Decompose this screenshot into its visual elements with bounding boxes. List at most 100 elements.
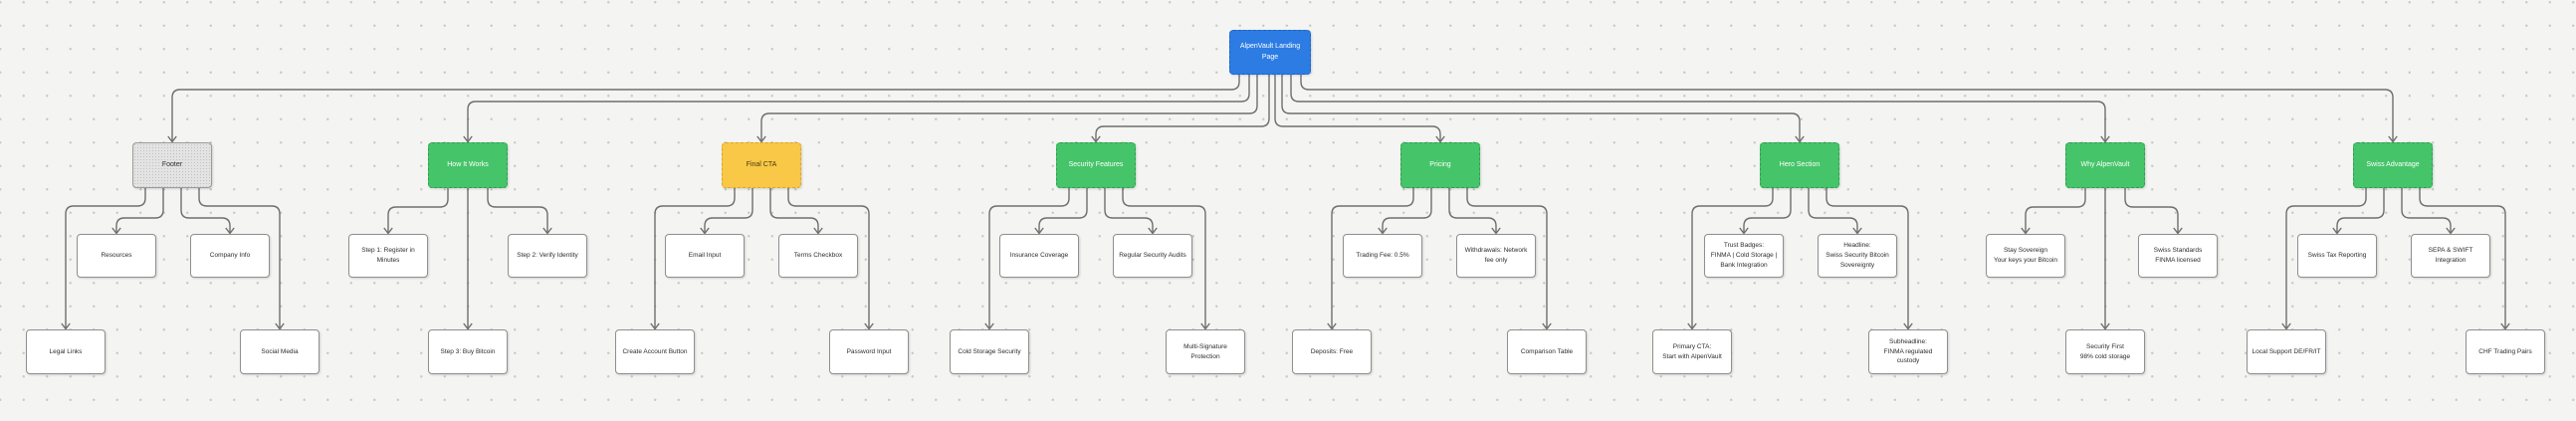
node-stay-sovereign-label: Stay Sovereign Your keys your Bitcoin xyxy=(1993,247,2058,264)
edge-path xyxy=(1300,75,2394,141)
edge-path xyxy=(467,75,1250,141)
node-how-it-works-label: How It Works xyxy=(447,160,489,168)
node-swiss-standards[interactable]: Swiss Standards FINMA licensed xyxy=(2138,234,2218,278)
edge-path xyxy=(813,227,823,235)
node-multi-signature-protection[interactable]: Multi-Signature Protection xyxy=(1166,329,1245,374)
node-create-account-button[interactable]: Create Account Button xyxy=(615,329,695,374)
edge-path xyxy=(1327,322,1337,330)
node-local-support[interactable]: Local Support DE/FR/IT xyxy=(2247,329,2326,374)
node-hero-section-label: Hero Section xyxy=(1779,160,1821,168)
node-cold-storage-security[interactable]: Cold Storage Security xyxy=(950,329,1029,374)
edge-path xyxy=(1687,322,1697,330)
node-step-1-register[interactable]: Step 1: Register in Minutes xyxy=(348,234,428,278)
node-resources-label: Resources xyxy=(101,252,132,260)
edge-path xyxy=(2401,188,2452,233)
node-regular-security-audits[interactable]: Regular Security Audits xyxy=(1113,234,1192,278)
edge-path xyxy=(463,322,473,330)
edge-path xyxy=(542,227,552,235)
edge-path xyxy=(650,322,660,330)
edge-path xyxy=(487,188,548,233)
node-legal-links[interactable]: Legal Links xyxy=(26,329,106,374)
edge-path xyxy=(61,322,71,330)
node-terms-checkbox[interactable]: Terms Checkbox xyxy=(778,234,858,278)
edge-path xyxy=(1378,227,1388,235)
edge-path xyxy=(171,75,1240,141)
node-pricing-label: Pricing xyxy=(1429,160,1451,168)
node-local-support-label: Local Support DE/FR/IT xyxy=(2252,347,2321,355)
edge-path xyxy=(864,322,874,330)
edge-path xyxy=(700,227,710,235)
node-email-input[interactable]: Email Input xyxy=(665,234,745,278)
edge-path xyxy=(1739,227,1749,235)
node-subheadline[interactable]: Subheadline: FINMA regulated custody xyxy=(1868,329,1948,374)
node-deposits-free[interactable]: Deposits: Free xyxy=(1292,329,1372,374)
node-stay-sovereign[interactable]: Stay Sovereign Your keys your Bitcoin xyxy=(1986,234,2065,278)
node-security-first-label: Security First 98% cold storage xyxy=(2079,342,2131,360)
node-footer[interactable]: Footer xyxy=(132,142,212,188)
edge-path xyxy=(2124,188,2179,233)
node-email-input-label: Email Input xyxy=(688,252,722,260)
edge-path xyxy=(1542,322,1552,330)
node-resources[interactable]: Resources xyxy=(77,234,156,278)
node-step-2-verify[interactable]: Step 2: Verify Identity xyxy=(508,234,587,278)
node-hero-section[interactable]: Hero Section xyxy=(1760,142,1839,188)
node-multi-signature-protection-label: Multi-Signature Protection xyxy=(1183,342,1227,360)
edge-path xyxy=(2021,227,2031,235)
edge-path xyxy=(1281,75,1801,141)
edge-path xyxy=(2025,188,2086,233)
edge-path xyxy=(1435,135,1445,143)
node-why-alpenvault[interactable]: Why AlpenVault xyxy=(2065,142,2145,188)
node-create-account-button-label: Create Account Button xyxy=(622,347,688,355)
edge-path xyxy=(275,322,285,330)
node-security-first[interactable]: Security First 98% cold storage xyxy=(2065,329,2145,374)
node-swiss-tax-reporting[interactable]: Swiss Tax Reporting xyxy=(2297,234,2377,278)
edge-path xyxy=(2446,227,2456,235)
node-trust-badges-label: Trust Badges: FINMA | Cold Storage | Ban… xyxy=(1710,242,1778,269)
edge-path xyxy=(2388,135,2398,143)
node-primary-cta[interactable]: Primary CTA: Start with AlpenVault xyxy=(1652,329,1732,374)
node-trading-fee[interactable]: Trading Fee: 0.5% xyxy=(1343,234,1422,278)
edge-path xyxy=(1290,75,2106,141)
edge-path xyxy=(111,227,121,235)
node-insurance-coverage-label: Insurance Coverage xyxy=(1009,252,1069,260)
node-social-media-label: Social Media xyxy=(261,347,299,355)
edge-path xyxy=(1795,135,1805,143)
node-alpenvault-landing-page[interactable]: AlpenVault Landing Page xyxy=(1229,30,1311,75)
node-swiss-advantage[interactable]: Swiss Advantage xyxy=(2353,142,2433,188)
node-pricing[interactable]: Pricing xyxy=(1400,142,1480,188)
edge-path xyxy=(1743,188,1792,233)
edge-path xyxy=(463,135,473,143)
node-final-cta[interactable]: Final CTA xyxy=(722,142,801,188)
edge-path xyxy=(1038,188,1088,233)
node-insurance-coverage[interactable]: Insurance Coverage xyxy=(999,234,1079,278)
node-sepa-swift-integration[interactable]: SEPA & SWIFT Integration xyxy=(2411,234,2490,278)
node-password-input[interactable]: Password Input xyxy=(829,329,909,374)
node-subheadline-label: Subheadline: FINMA regulated custody xyxy=(1883,337,1933,365)
edge-path xyxy=(2100,135,2110,143)
edge-path xyxy=(984,322,994,330)
node-withdrawals[interactable]: Withdrawals: Network fee only xyxy=(1456,234,1536,278)
node-trust-badges[interactable]: Trust Badges: FINMA | Cold Storage | Ban… xyxy=(1704,234,1784,278)
node-step-3-buy[interactable]: Step 3: Buy Bitcoin xyxy=(428,329,508,374)
node-terms-checkbox-label: Terms Checkbox xyxy=(793,252,843,260)
node-security-features[interactable]: Security Features xyxy=(1056,142,1136,188)
node-headline[interactable]: Headline: Swiss Security Bitcoin Soverei… xyxy=(1818,234,1897,278)
edge-path xyxy=(115,188,164,233)
node-primary-cta-label: Primary CTA: Start with AlpenVault xyxy=(1662,342,1722,360)
edge-path xyxy=(1200,322,1210,330)
node-chf-trading-pairs[interactable]: CHF Trading Pairs xyxy=(2466,329,2545,374)
node-password-input-label: Password Input xyxy=(846,347,892,355)
node-withdrawals-label: Withdrawals: Network fee only xyxy=(1464,247,1528,264)
edge-path xyxy=(225,227,235,235)
edge-path xyxy=(760,75,1258,141)
node-regular-security-audits-label: Regular Security Audits xyxy=(1119,252,1186,260)
node-company-info[interactable]: Company Info xyxy=(190,234,270,278)
node-comparison-table[interactable]: Comparison Table xyxy=(1507,329,1587,374)
node-step-3-buy-label: Step 3: Buy Bitcoin xyxy=(440,347,496,355)
node-how-it-works[interactable]: How It Works xyxy=(428,142,508,188)
edge-path xyxy=(180,188,231,233)
edge-path xyxy=(1148,227,1158,235)
node-social-media[interactable]: Social Media xyxy=(240,329,320,374)
edge-path xyxy=(1034,227,1044,235)
